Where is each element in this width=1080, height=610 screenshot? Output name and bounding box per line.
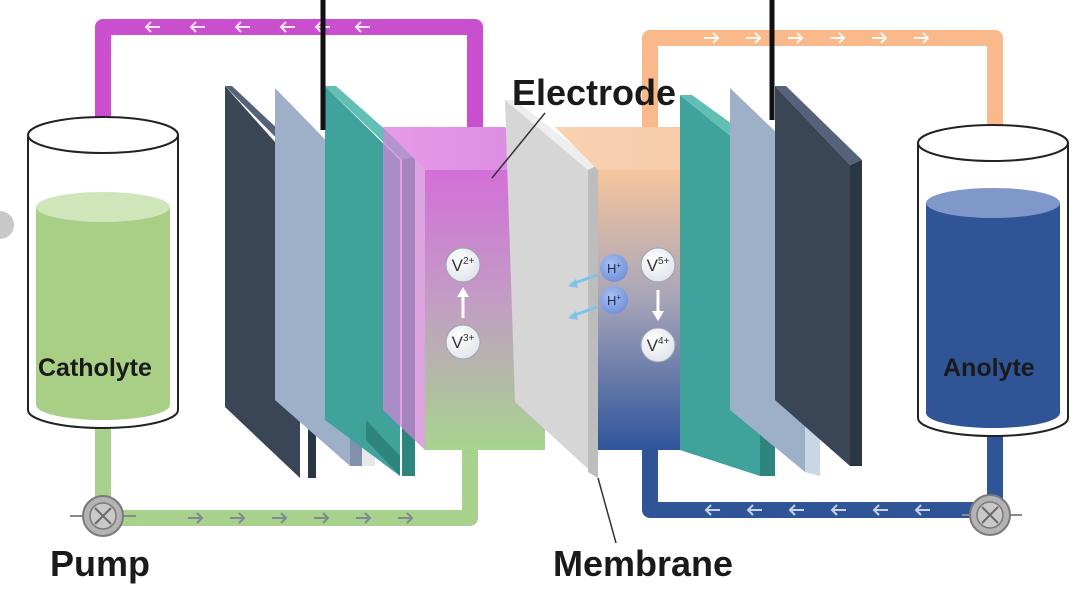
arrow-up-icon [457, 287, 469, 318]
anolyte-return-pipe [642, 420, 1003, 518]
membrane-label: Membrane [553, 543, 734, 584]
ion-v5: V5+ [640, 247, 676, 283]
pump-left-icon [70, 495, 136, 537]
svg-text:H+: H+ [607, 293, 621, 308]
svg-text:V4+: V4+ [647, 336, 670, 355]
ion-v3: V3+ [445, 324, 481, 360]
anolyte-tank [917, 124, 1069, 437]
electrode-leader-line [491, 112, 546, 179]
ion-h-top: H+ [600, 254, 628, 282]
catholyte-tank [27, 116, 179, 429]
anolyte-return-arrows [704, 504, 930, 516]
catholyte-label: Catholyte [38, 354, 152, 382]
current-collector-right [775, 86, 850, 466]
edge-circle-fragment [0, 211, 14, 239]
svg-text:V5+: V5+ [647, 256, 670, 275]
pump-label: Pump [50, 543, 151, 584]
ion-v2: V2+ [445, 247, 481, 283]
membrane-sheet [505, 100, 598, 478]
membrane-leader-line [597, 477, 617, 544]
ion-h-bottom: H+ [600, 286, 628, 314]
proton-transfer-arrows-icon [568, 273, 598, 320]
arrow-down-icon [652, 290, 664, 321]
anolyte-label: Anolyte [943, 354, 1035, 382]
catholyte-return-arrows [188, 512, 414, 524]
anolyte-supply-pipe [642, 30, 1003, 180]
frame-left [325, 86, 400, 476]
svg-text:V3+: V3+ [452, 333, 475, 352]
anolyte-flow-arrows [704, 32, 930, 44]
pump-right-icon [962, 494, 1022, 536]
ion-v4: V4+ [640, 327, 676, 363]
svg-text:V2+: V2+ [452, 256, 475, 275]
svg-text:H+: H+ [607, 261, 621, 276]
electrode-label: Electrode [512, 72, 677, 113]
